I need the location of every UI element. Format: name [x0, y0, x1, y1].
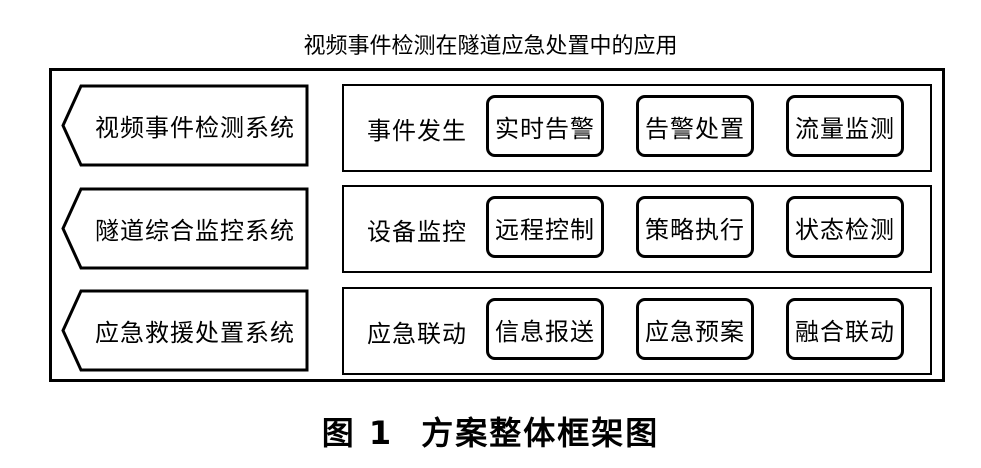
stage-label: 应急联动	[367, 319, 467, 348]
function-box-strategy-execution: 策略执行	[636, 196, 754, 258]
system-arrow-tunnel-integrated-monitoring: 隧道综合监控系统	[61, 187, 309, 270]
function-box-alarm-handling: 告警处置	[636, 95, 754, 157]
figure-number: 图 1	[321, 414, 394, 452]
row-panel-device-monitoring: 设备监控 远程控制 策略执行 状态检测	[342, 185, 932, 273]
stage-label: 事件发生	[367, 116, 467, 145]
row-panel-event-occurrence: 事件发生 实时告警 告警处置 流量监测	[342, 84, 932, 172]
function-box-fusion-linkage: 融合联动	[786, 298, 904, 360]
function-box-status-detection: 状态检测	[786, 196, 904, 258]
figure-caption: 图 1 方案整体框架图	[0, 408, 981, 454]
system-label: 隧道综合监控系统	[95, 217, 295, 245]
arrow-pentagon-shape	[61, 187, 309, 270]
arrow-pentagon-shape	[61, 289, 309, 372]
function-box-traffic-monitoring: 流量监测	[786, 95, 904, 157]
system-arrow-emergency-rescue: 应急救援处置系统	[61, 289, 309, 372]
diagram-title: 视频事件检测在隧道应急处置中的应用	[303, 34, 678, 59]
function-box-realtime-alarm: 实时告警	[486, 95, 604, 157]
row-panel-emergency-linkage: 应急联动 信息报送 应急预案 融合联动	[342, 287, 932, 375]
function-box-info-reporting: 信息报送	[486, 298, 604, 360]
system-label: 应急救援处置系统	[95, 319, 295, 347]
function-box-remote-control: 远程控制	[486, 196, 604, 258]
system-arrow-video-event-detection: 视频事件检测系统	[61, 84, 309, 167]
stage-label: 设备监控	[367, 217, 467, 246]
figure-caption-text: 方案整体框架图	[421, 414, 660, 452]
arrow-pentagon-shape	[61, 84, 309, 167]
function-box-emergency-plan: 应急预案	[636, 298, 754, 360]
system-label: 视频事件检测系统	[95, 114, 295, 142]
outer-frame	[49, 68, 945, 382]
